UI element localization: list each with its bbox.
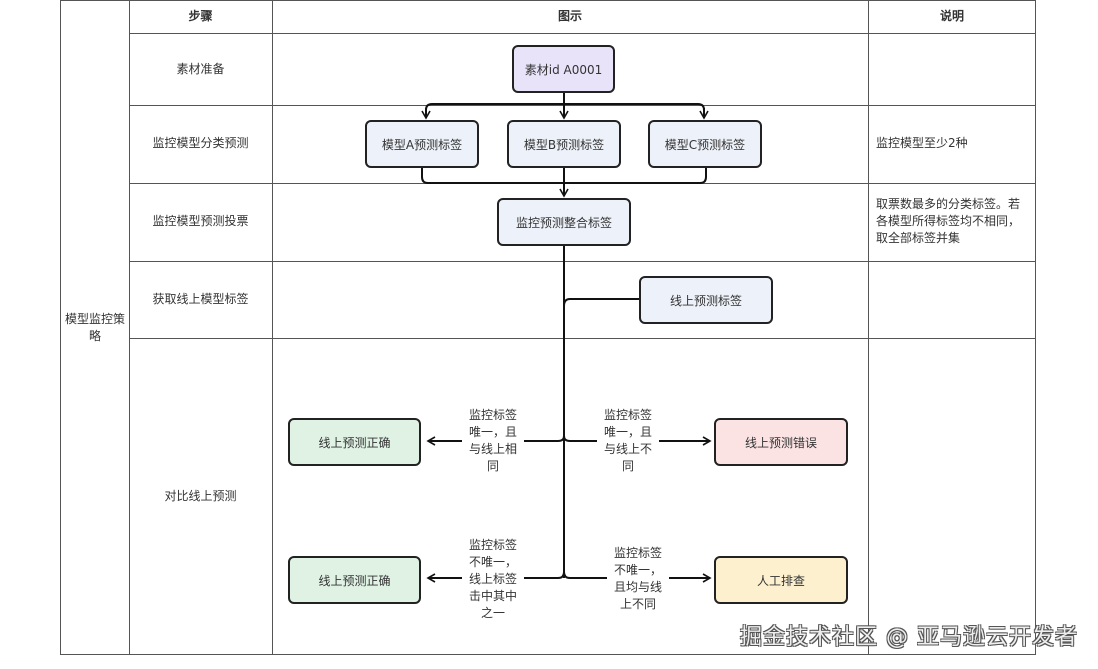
group-label: 模型监控策略 xyxy=(64,312,125,343)
edge-label-unique-same: 监控标签 唯一，且 与线上相 同 xyxy=(462,407,524,475)
watermark: 掘金技术社区 @ 亚马逊云开发者 xyxy=(740,625,1078,650)
header-note: 说明 xyxy=(939,9,964,23)
node-online-wrong[interactable]: 线上预测错误 xyxy=(714,418,848,466)
edge-label-line: 唯一，且 xyxy=(468,425,517,439)
edge-label-line: 线上标签 xyxy=(468,572,517,586)
header-diagram: 图示 xyxy=(557,9,582,23)
row-divider xyxy=(129,33,1036,34)
edge-label-unique-diff: 监控标签 唯一，且 与线上不 同 xyxy=(597,407,659,475)
edge-label-line: 上不同 xyxy=(619,597,656,611)
edge-label-line: 唯一，且 xyxy=(603,425,652,439)
header-step: 步骤 xyxy=(188,9,213,23)
note-text: 监控模型至少2种 xyxy=(876,136,968,150)
edge-label-line: 与线上不 xyxy=(603,442,652,456)
row-divider xyxy=(129,183,1036,184)
strategy-table xyxy=(60,0,1036,655)
step-label: 素材准备 xyxy=(176,62,225,76)
node-model-b[interactable]: 模型B预测标签 xyxy=(507,120,621,168)
edge-label-line: 且均与线 xyxy=(613,580,662,594)
edge-label-line: 监控标签 xyxy=(603,408,652,422)
edge-label-line: 不唯一， xyxy=(468,555,517,569)
table-border-bottom xyxy=(60,654,1036,655)
edge-label-line: 监控标签 xyxy=(613,546,662,560)
column-divider xyxy=(272,0,273,655)
row-divider xyxy=(129,261,1036,262)
edge-label-multi-miss: 监控标签 不唯一， 且均与线 上不同 xyxy=(607,545,669,613)
edge-label-line: 与线上相 xyxy=(468,442,517,456)
note-text: 取票数最多的分类标签。若各模型所得标签均不相同，取全部标签并集 xyxy=(876,197,1021,245)
step-label: 监控模型分类预测 xyxy=(152,136,249,150)
table-border-right xyxy=(1035,0,1036,655)
edge-label-line: 同 xyxy=(621,459,634,473)
edge-label-line: 监控标签 xyxy=(468,538,517,552)
step-label: 监控模型预测投票 xyxy=(152,214,249,228)
node-model-c[interactable]: 模型C预测标签 xyxy=(648,120,762,168)
table-border-left xyxy=(60,0,61,655)
step-label: 获取线上模型标签 xyxy=(152,292,249,306)
node-online-correct-1[interactable]: 线上预测正确 xyxy=(288,418,421,466)
edge-label-multi-hit: 监控标签 不唯一， 线上标签 击中其中 之一 xyxy=(462,537,524,622)
node-model-a[interactable]: 模型A预测标签 xyxy=(365,120,479,168)
column-divider xyxy=(868,0,869,655)
row-divider xyxy=(129,338,1036,339)
node-material[interactable]: 素材id A0001 xyxy=(512,45,615,93)
row-divider xyxy=(129,105,1036,106)
column-divider xyxy=(129,0,130,655)
edge-label-line: 监控标签 xyxy=(468,408,517,422)
node-merged-label[interactable]: 监控预测整合标签 xyxy=(497,198,631,246)
node-manual-check[interactable]: 人工排查 xyxy=(714,556,848,604)
edge-label-line: 不唯一， xyxy=(613,563,662,577)
table-border-top xyxy=(60,0,1036,1)
edge-label-line: 同 xyxy=(486,459,499,473)
node-online-label[interactable]: 线上预测标签 xyxy=(639,276,773,324)
edge-label-line: 击中其中 xyxy=(468,589,517,603)
step-label: 对比线上预测 xyxy=(164,489,237,503)
edge-label-line: 之一 xyxy=(480,606,505,620)
node-online-correct-2[interactable]: 线上预测正确 xyxy=(288,556,421,604)
